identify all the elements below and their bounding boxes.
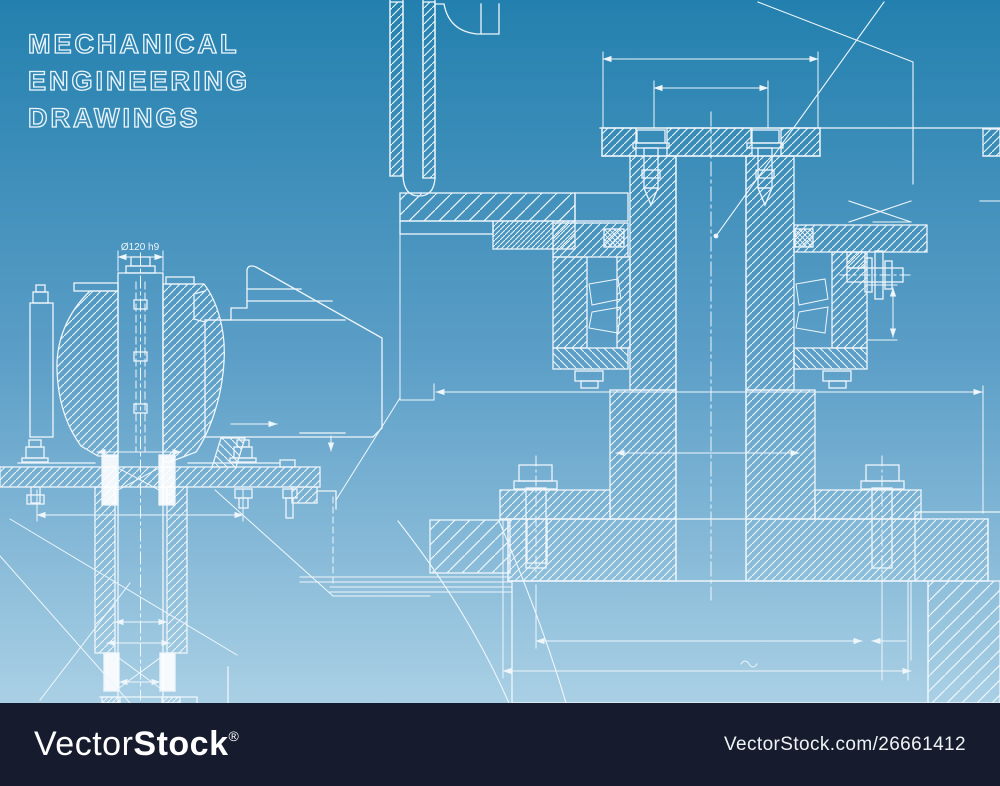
right-bearing-housing (793, 224, 928, 389)
leader-lines (713, 1, 1000, 239)
left-cover-plate (29, 302, 54, 438)
right-housing-section (162, 283, 225, 463)
vertical-dimension (866, 284, 898, 341)
plate-bolt-left (21, 439, 49, 505)
bottom-wedge (429, 519, 511, 574)
top-dimensions (602, 51, 819, 129)
base-slab (499, 518, 989, 582)
taper-roller-left (588, 278, 622, 334)
sleeve-wall-right (166, 486, 188, 654)
projection-arc-1 (397, 520, 510, 703)
foot-plate-left (499, 489, 611, 520)
support-wedge (211, 437, 246, 468)
upper-bearing-pair (101, 454, 176, 506)
title-line-1: MECHANICAL (27, 28, 240, 59)
seal-left (603, 228, 625, 248)
dimension-label: Ø120 h9 (121, 242, 160, 253)
overall-width-dimension (399, 220, 984, 514)
brand-bold: Stock (133, 725, 229, 763)
left-assembly-drawing: Ø120 h9 (0, 242, 567, 703)
seal-right (794, 228, 814, 248)
housing-outline-body (204, 265, 383, 438)
foot-plate-right (814, 489, 922, 520)
diameter-dimension (117, 250, 164, 272)
lower-outline-block (511, 580, 929, 703)
right-assembly-drawing (389, 0, 1000, 703)
side-shaft-component (839, 250, 913, 300)
hook-section (389, 0, 500, 197)
title-line-3: DRAWINGS (27, 102, 201, 133)
vectorstock-logo: VectorStock® (34, 725, 239, 764)
title-line-2: ENGINEERING (27, 65, 251, 96)
page-title: MECHANICAL ENGINEERING DRAWINGS (27, 26, 251, 137)
image-credit: VectorStock.com/26661412 (724, 733, 966, 755)
sleeve-wall-left (94, 486, 116, 654)
right-corner-block (927, 580, 1000, 703)
top-flange (599, 127, 1000, 157)
sleeve-dimensions (36, 448, 244, 686)
center-wall-left (629, 155, 677, 391)
center-wall-right (745, 155, 795, 391)
blueprint-canvas: Ø120 h9 (0, 0, 1000, 703)
brand-regular: Vector (34, 725, 134, 763)
taper-roller-right (795, 278, 829, 334)
registered-mark: ® (228, 727, 240, 744)
projection-lines (0, 397, 513, 703)
left-housing-section (56, 290, 119, 457)
bottom-dimensions (502, 520, 912, 681)
lower-bearing-pair (103, 652, 176, 692)
left-bearing-housing (552, 222, 631, 389)
watermark-bar: VectorStock® VectorStock.com/26661412 (0, 703, 1000, 786)
